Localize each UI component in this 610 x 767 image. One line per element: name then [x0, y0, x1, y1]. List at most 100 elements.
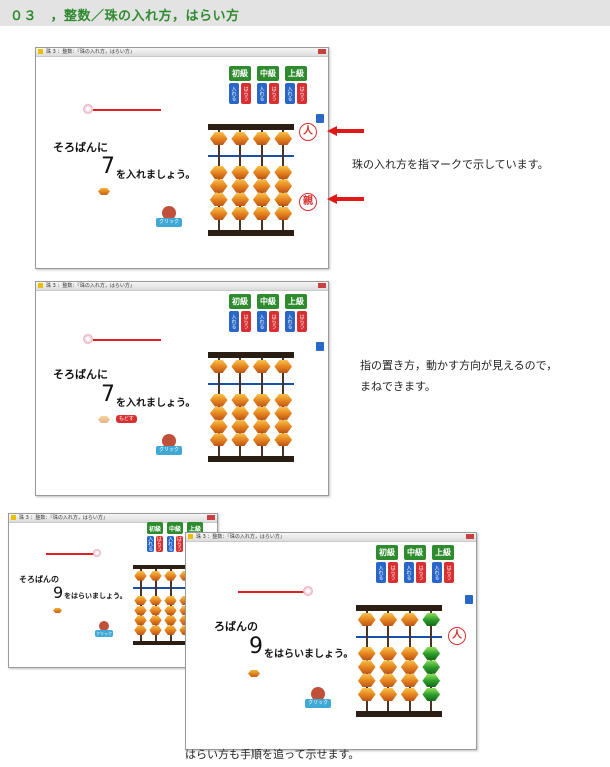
abacus [208, 124, 294, 236]
mascot-icon [99, 621, 109, 631]
level-beginner-button[interactable]: 初級入れるはらう [229, 294, 251, 332]
earth-bead [274, 193, 293, 207]
level-intermediate-button[interactable]: 中級入れるはらう [257, 66, 279, 104]
app-window-1: 珠 3 ：整数：『珠の入れ方，はらい方』 初級入れるはらう 中級入れるはらう 上… [35, 47, 329, 269]
put-in-button[interactable]: 入れる [257, 83, 267, 104]
earth-bead [252, 206, 271, 221]
earth-bead [357, 646, 376, 661]
earth-bead [379, 660, 398, 674]
gem-icon [248, 670, 260, 677]
level-advanced-button[interactable]: 上級入れるはらう [432, 545, 454, 583]
mascot-icon [311, 687, 325, 701]
level-beginner-button[interactable]: 初級入れるはらう [376, 545, 398, 583]
prompt-line1: そろばんの [19, 575, 59, 584]
remove-button[interactable]: はらう [444, 562, 454, 583]
abacus-bottom-frame [208, 230, 294, 236]
prompt-instruction: を入れましょう。 [116, 170, 196, 181]
close-button[interactable] [318, 49, 326, 54]
level-label: 初級 [147, 522, 163, 534]
level-intermediate-button[interactable]: 中級入れるはらう [404, 545, 426, 583]
close-button[interactable] [318, 283, 326, 288]
level-intermediate-button[interactable]: 中級入れるはらう [257, 294, 279, 332]
put-in-button[interactable]: 入れる [229, 311, 239, 332]
heaven-bead [209, 360, 228, 374]
remove-button[interactable]: はらう [269, 311, 279, 332]
put-in-button[interactable]: 入れる [432, 562, 442, 583]
index-finger-marker: 人 [299, 123, 317, 141]
pen-icon[interactable] [316, 114, 324, 123]
abacus-beam [133, 587, 193, 589]
heaven-bead [231, 360, 250, 374]
put-in-button[interactable]: 入れる [167, 535, 175, 552]
remove-button[interactable]: はらう [388, 562, 398, 583]
earth-bead [400, 687, 419, 702]
heaven-bead [422, 613, 441, 627]
earth-bead [209, 433, 228, 447]
earth-bead [134, 605, 147, 616]
earth-bead [400, 674, 419, 688]
earth-bead [209, 393, 228, 407]
earth-bead [209, 165, 228, 180]
remove-button[interactable]: はらう [297, 311, 307, 332]
prompt-line1: そろばんに [53, 141, 108, 154]
abacus-bottom-frame [356, 711, 442, 717]
title-bar: 珠 3 ：整数：『珠の入れ方，はらい方』 [186, 533, 476, 542]
remove-button[interactable]: はらう [241, 311, 251, 332]
gem-icon [53, 608, 62, 613]
level-intermediate-button[interactable]: 中級入れるはらう [167, 522, 183, 552]
abacus-beam [356, 636, 442, 638]
level-beginner-button[interactable]: 初級入れるはらう [229, 66, 251, 104]
level-label: 中級 [257, 294, 279, 310]
earth-bead [357, 660, 376, 674]
put-in-button[interactable]: 入れる [229, 83, 239, 104]
level-advanced-button[interactable]: 上級入れるはらう [285, 66, 307, 104]
put-in-button[interactable]: 入れる [285, 83, 295, 104]
remove-button[interactable]: はらう [297, 83, 307, 104]
put-in-button[interactable]: 入れる [257, 311, 267, 332]
heaven-bead [134, 571, 147, 581]
back-button[interactable]: もどす [116, 415, 137, 423]
remove-button[interactable]: はらう [416, 562, 426, 583]
level-label: 初級 [229, 294, 251, 310]
earth-bead [149, 595, 162, 606]
remove-button[interactable]: はらう [155, 535, 163, 552]
abacus-top-frame [208, 124, 294, 130]
heaven-bead [149, 571, 162, 581]
prompt-number: 7 [101, 382, 115, 407]
earth-bead [252, 179, 271, 193]
earth-bead [252, 193, 271, 207]
prompt-instruction: を入れましょう。 [116, 398, 196, 409]
click-label: クリック [95, 630, 113, 637]
click-label: クリック [305, 699, 331, 708]
remove-button[interactable]: はらう [241, 83, 251, 104]
level-label: 中級 [404, 545, 426, 561]
progress-line [93, 109, 161, 111]
put-in-button[interactable]: 入れる [285, 311, 295, 332]
description-1: 珠の入れ方を指マークで示しています。 [352, 158, 549, 171]
remove-button[interactable]: はらう [175, 535, 183, 552]
close-button[interactable] [207, 515, 215, 520]
footer-caption: はらい方も手順を追って示せます。 [185, 748, 360, 761]
put-in-button[interactable]: 入れる [147, 535, 155, 552]
pen-icon[interactable] [316, 342, 324, 351]
window-title: 珠 3 ：整数：『珠の入れ方，はらい方』 [46, 49, 135, 55]
put-in-button[interactable]: 入れる [376, 562, 386, 583]
earth-bead [164, 605, 177, 616]
earth-bead [134, 595, 147, 606]
abacus [133, 565, 193, 645]
close-button[interactable] [466, 534, 474, 539]
heaven-bead [274, 360, 293, 374]
level-advanced-button[interactable]: 上級入れるはらう [285, 294, 307, 332]
description-2-line1: 指の置き方，動かす方向が見えるので， [360, 359, 558, 372]
earth-bead [149, 615, 162, 626]
progress-line [238, 591, 304, 593]
level-beginner-button[interactable]: 初級入れるはらう [147, 522, 163, 552]
prompt-line1: そろばんに [53, 368, 108, 381]
earth-bead [231, 206, 250, 221]
remove-button[interactable]: はらう [269, 83, 279, 104]
put-in-button[interactable]: 入れる [404, 562, 414, 583]
level-label: 中級 [257, 66, 279, 82]
pen-icon[interactable] [465, 595, 473, 604]
mascot-icon [162, 206, 176, 220]
progress-flower-icon [93, 549, 101, 557]
